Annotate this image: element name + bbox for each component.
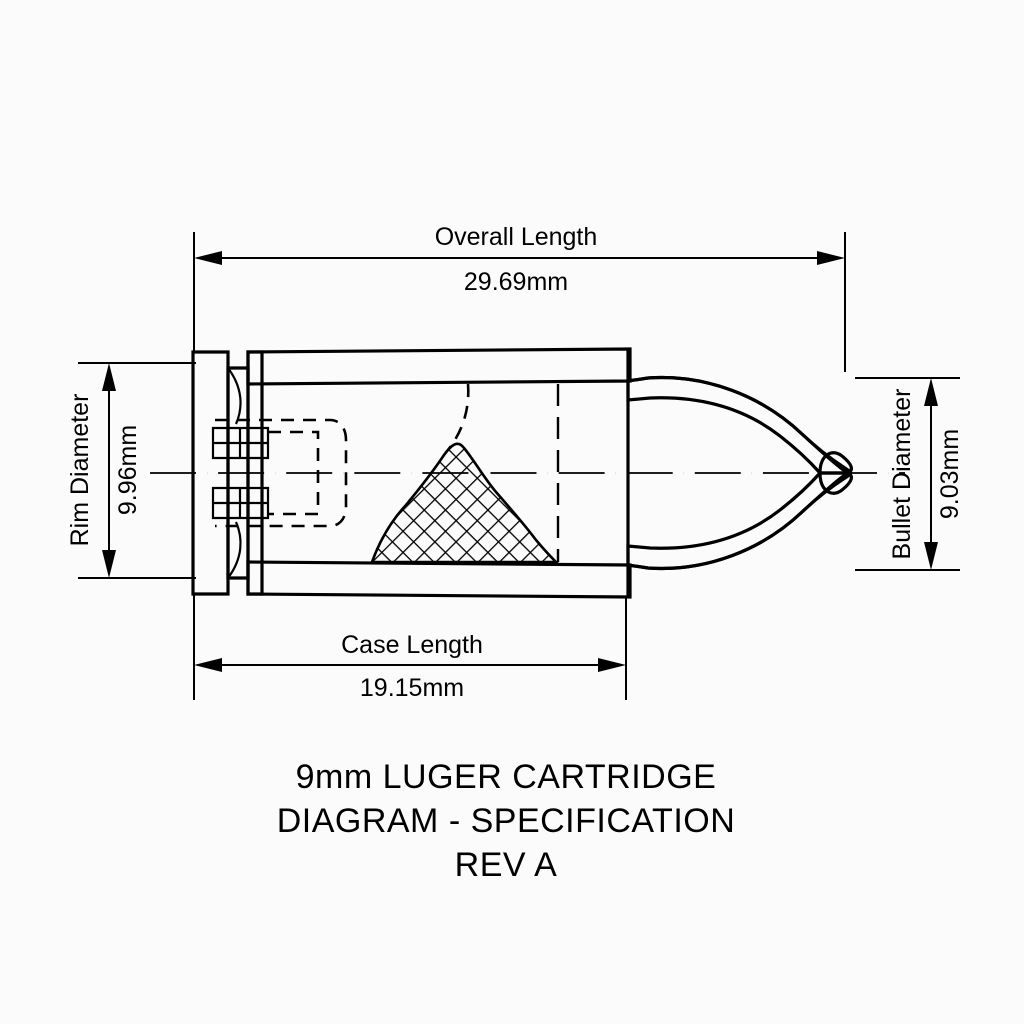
bullet-diameter-value: 9.03mm <box>936 429 964 519</box>
case-wall-lower <box>246 560 632 599</box>
title-line-1: 9mm LUGER CARTRIDGE <box>296 758 717 796</box>
powder-charge <box>370 442 560 564</box>
head-fillet-upper <box>227 367 242 425</box>
rim-diameter-label: Rim Diameter <box>66 394 94 547</box>
bullet-nose-tip <box>818 451 853 495</box>
bullet-outline <box>627 375 852 571</box>
primer-pocket-cavity-hidden <box>215 418 348 528</box>
case-wall-upper <box>246 347 632 386</box>
primer-cup-lower <box>211 486 270 520</box>
rim-head <box>191 350 230 596</box>
rim-diameter-value: 9.96mm <box>114 425 142 515</box>
case-length-value: 19.15mm <box>360 674 464 702</box>
rim-diameter-arrow-top <box>102 363 116 391</box>
bullet-diameter-arrow-top <box>924 378 938 406</box>
overall-length-label: Overall Length <box>435 223 598 251</box>
head-fillet-lower <box>227 521 242 579</box>
bullet-diameter-label: Bullet Diameter <box>888 389 916 560</box>
overall-length-arrow-right <box>817 251 845 265</box>
overall-length-arrow-left <box>194 251 222 265</box>
title-line-3: REV A <box>455 846 558 884</box>
primer-cup-upper <box>211 426 270 460</box>
overall-length-value: 29.69mm <box>464 268 568 296</box>
bullet-core-boundary <box>627 396 822 550</box>
bullet-diameter-arrow-bottom <box>924 542 938 570</box>
rim-diameter-arrow-bottom <box>102 550 116 578</box>
case-length-arrow-right <box>598 658 626 672</box>
case-length-arrow-left <box>194 658 222 672</box>
title-line-2: DIAGRAM - SPECIFICATION <box>277 802 736 840</box>
case-length-label: Case Length <box>341 631 483 659</box>
powder-level-arc-hidden <box>446 383 470 451</box>
primer-pocket-hidden-outline <box>268 430 320 516</box>
